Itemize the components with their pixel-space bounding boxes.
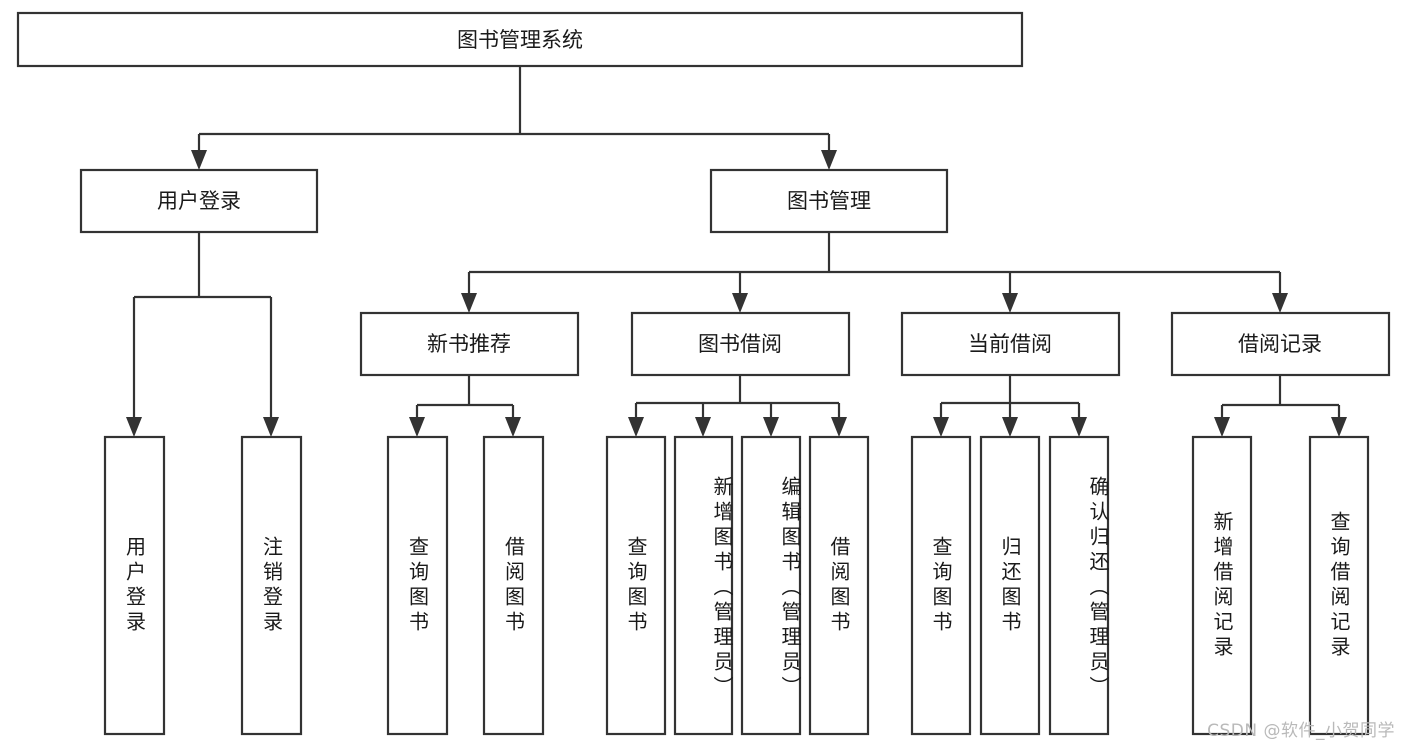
arrow-head-icon bbox=[763, 417, 779, 437]
arrow-head-icon bbox=[1071, 417, 1087, 437]
node-book-management[interactable]: 图书管理 bbox=[709, 168, 949, 234]
node-root-label: 图书管理系统 bbox=[457, 28, 583, 52]
arrow-head-icon bbox=[461, 293, 477, 313]
node-new-book-recommend-box[interactable] bbox=[359, 311, 580, 377]
node-user-login-label: 用户登录 bbox=[157, 189, 241, 213]
node-user-login[interactable]: 用户登录 bbox=[79, 168, 319, 234]
node-book-borrow[interactable]: 图书借阅 bbox=[630, 311, 851, 377]
leaf-box-logout[interactable] bbox=[240, 435, 303, 736]
node-book-borrow-label: 图书借阅 bbox=[698, 332, 782, 356]
arrow-head-icon bbox=[1002, 293, 1018, 313]
node-borrow-record[interactable]: 借阅记录 bbox=[1170, 311, 1391, 377]
leaf-box-query-book-borrow[interactable] bbox=[605, 435, 667, 736]
connector-new-book-recommend-to-leaves bbox=[409, 375, 521, 437]
leaf-box-borrow-book-recommend[interactable] bbox=[482, 435, 545, 736]
node-current-borrow[interactable]: 当前借阅 bbox=[900, 311, 1121, 377]
connector-user-login-to-leaves bbox=[126, 232, 279, 437]
leaf-box-add-borrow-record[interactable] bbox=[1191, 435, 1253, 736]
arrow-head-icon bbox=[191, 150, 207, 170]
arrow-head-icon bbox=[1214, 417, 1230, 437]
arrow-head-icon bbox=[1331, 417, 1347, 437]
arrow-head-icon bbox=[821, 150, 837, 170]
arrow-head-icon bbox=[126, 417, 142, 437]
leaf-box-return-book[interactable] bbox=[979, 435, 1041, 736]
node-new-book-recommend-label: 新书推荐 bbox=[427, 332, 511, 356]
leaf-box-user-login[interactable] bbox=[103, 435, 166, 736]
node-current-borrow-label: 当前借阅 bbox=[968, 332, 1052, 356]
arrow-head-icon bbox=[695, 417, 711, 437]
arrow-head-icon bbox=[263, 417, 279, 437]
leaf-box-add-book-admin[interactable] bbox=[673, 435, 734, 736]
node-current-borrow-box[interactable] bbox=[900, 311, 1121, 377]
node-new-book-recommend[interactable]: 新书推荐 bbox=[359, 311, 580, 377]
node-borrow-record-label: 借阅记录 bbox=[1238, 332, 1322, 356]
node-user-login-box[interactable] bbox=[79, 168, 319, 234]
arrow-head-icon bbox=[1002, 417, 1018, 437]
leaf-box-query-borrow-record[interactable] bbox=[1308, 435, 1370, 736]
arrow-head-icon bbox=[505, 417, 521, 437]
leaf-box-confirm-return-admin[interactable] bbox=[1048, 435, 1110, 736]
leaf-box-borrow-book[interactable] bbox=[808, 435, 870, 736]
arrow-head-icon bbox=[831, 417, 847, 437]
node-book-management-label: 图书管理 bbox=[787, 189, 871, 213]
arrow-head-icon bbox=[409, 417, 425, 437]
connector-borrow-record-to-leaves bbox=[1214, 375, 1347, 437]
arrow-head-icon bbox=[933, 417, 949, 437]
arrow-head-icon bbox=[628, 417, 644, 437]
leaf-box-query-book-recommend[interactable] bbox=[386, 435, 449, 736]
leaf-box-query-book-current[interactable] bbox=[910, 435, 972, 736]
arrow-head-icon bbox=[732, 293, 748, 313]
connector-book-management-to-level3 bbox=[461, 232, 1288, 313]
node-root-box[interactable] bbox=[16, 11, 1024, 68]
node-root[interactable]: 图书管理系统 bbox=[16, 11, 1024, 68]
connector-current-borrow-to-leaves bbox=[933, 375, 1087, 437]
csdn-watermark: CSDN @软件_小贺同学 bbox=[1207, 721, 1395, 741]
connector-book-borrow-to-leaves bbox=[628, 375, 847, 437]
connector-root-to-level2 bbox=[191, 66, 837, 170]
arrow-head-icon bbox=[1272, 293, 1288, 313]
leaf-box-edit-book-admin[interactable] bbox=[740, 435, 802, 736]
